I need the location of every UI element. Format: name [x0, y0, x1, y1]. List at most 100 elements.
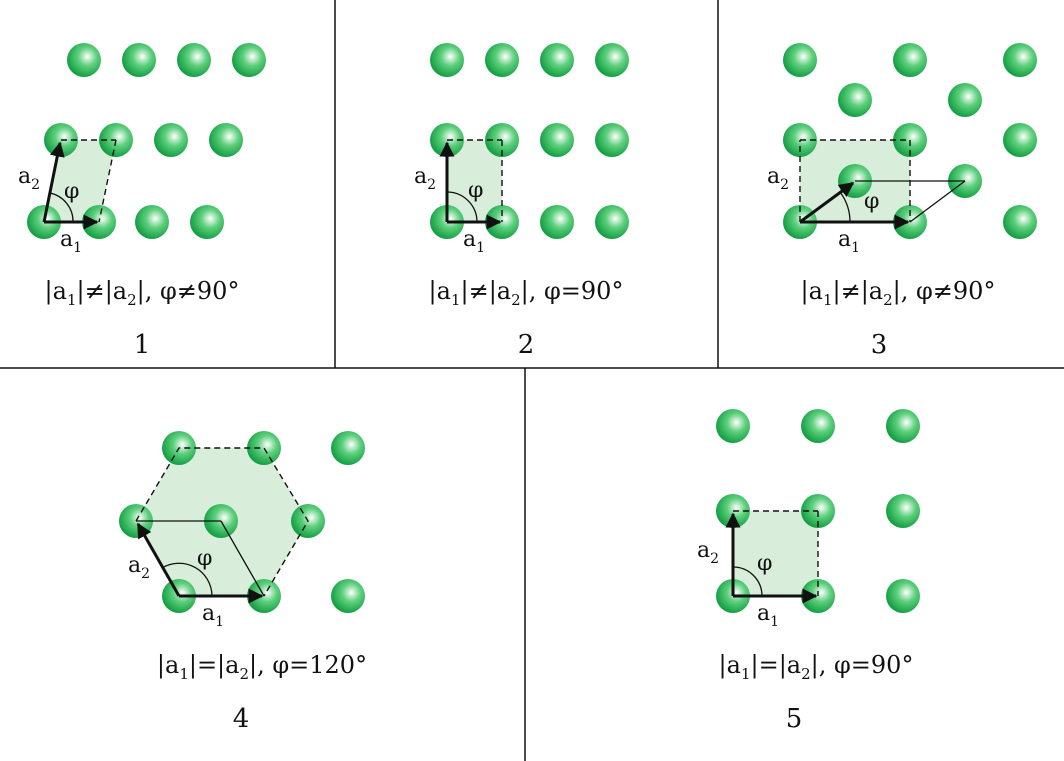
atom [430, 43, 464, 77]
panel-number: 1 [134, 330, 151, 360]
lattice-condition: |a1|=|a2|, φ=120° [157, 651, 367, 683]
vector-subscript: 2 [141, 566, 150, 582]
condition-left: |a [429, 277, 451, 306]
vector-subscript: 1 [476, 240, 485, 256]
vector-symbol: a [202, 601, 215, 626]
vector-subscript: 2 [31, 177, 40, 193]
vector-subscript: 2 [710, 551, 719, 567]
vector-a1-label: a1 [838, 227, 860, 256]
atom [135, 205, 169, 239]
vector-a2-arrow [136, 522, 181, 597]
condition-sub2: 2 [801, 665, 811, 683]
atom [247, 431, 281, 465]
vector-subscript: 1 [851, 240, 860, 256]
condition-right: |, φ≠90° [893, 277, 996, 306]
hexagon-dashed [135, 447, 309, 597]
condition-mid: |≠|a [833, 277, 884, 306]
atom [190, 205, 224, 239]
atom [485, 43, 519, 77]
condition-left: |a [157, 651, 179, 680]
vector-subscript: 1 [770, 614, 779, 630]
vector-symbol: a [60, 227, 73, 252]
condition-right: |, φ≠90° [137, 277, 240, 306]
vector-a2-label: a2 [697, 538, 719, 567]
panel-number: 3 [871, 330, 888, 360]
unit-cell-dashed [447, 139, 503, 222]
condition-sub1: 1 [451, 291, 461, 309]
atom [540, 205, 574, 239]
phi-label: φ [864, 189, 879, 214]
vector-symbol: a [463, 227, 476, 252]
condition-sub2: 2 [511, 291, 521, 309]
atom [893, 43, 927, 77]
atom [716, 409, 750, 443]
lattice-condition: |a1|≠|a2|, φ=90° [429, 277, 624, 309]
primitive-cell-outline [136, 520, 265, 597]
condition-sub2: 2 [883, 291, 893, 309]
phi-angle-arc [161, 562, 213, 597]
condition-mid: |≠|a [461, 277, 512, 306]
panel-1-oblique: a1 a2 φ |a1|≠|a2|, φ≠90° 1 [18, 43, 266, 360]
condition-sub1: 1 [67, 291, 77, 309]
unit-cell-dashed [733, 510, 819, 596]
vector-symbol: a [838, 227, 851, 252]
condition-right: |, φ=90° [521, 277, 624, 306]
atom [595, 205, 629, 239]
vector-a2-arrow [799, 181, 855, 224]
vector-a1-label: a1 [463, 227, 485, 256]
panel-number: 4 [233, 704, 250, 734]
phi-label: φ [757, 551, 772, 576]
vector-a1-label: a1 [757, 601, 779, 630]
vector-symbol: a [757, 601, 770, 626]
atom-grid [119, 431, 365, 613]
panel-number: 5 [786, 704, 803, 734]
condition-sub1: 1 [741, 665, 751, 683]
panel-number: 2 [518, 330, 535, 360]
condition-mid: |=|a [189, 651, 240, 680]
panel-3-centered-rectangular: a1 a2 φ |a1|≠|a2|, φ≠90° 3 [767, 43, 1037, 360]
phi-angle-arc [732, 566, 763, 597]
atom [1003, 123, 1037, 157]
atom [1003, 205, 1037, 239]
atom [1003, 43, 1037, 77]
phi-label: φ [197, 546, 212, 571]
vector-symbol: a [767, 164, 780, 189]
atom [886, 579, 920, 613]
atom [783, 43, 817, 77]
unit-cell-fill [733, 511, 818, 596]
atom [801, 409, 835, 443]
atom [838, 83, 872, 117]
atom [122, 43, 156, 77]
panel-5-square: a1 a2 φ |a1|=|a2|, φ=90° 5 [697, 409, 920, 734]
condition-sub1: 1 [179, 665, 189, 683]
condition-sub2: 2 [127, 291, 137, 309]
vector-symbol: a [414, 164, 427, 189]
atom [540, 43, 574, 77]
unit-cell-dashed [61, 139, 117, 223]
vector-a2-label: a2 [128, 553, 150, 582]
condition-left: |a [45, 277, 67, 306]
phi-angle-arc [446, 191, 478, 223]
condition-right: |, φ=90° [811, 651, 914, 680]
vector-a2-label: a2 [414, 164, 436, 193]
phi-label: φ [468, 178, 483, 203]
atom [154, 123, 188, 157]
vector-symbol: a [128, 553, 141, 578]
atom [331, 431, 365, 465]
vector-symbol: a [18, 164, 31, 189]
vector-a1-label: a1 [60, 227, 82, 256]
atom [595, 43, 629, 77]
vector-subscript: 1 [215, 614, 224, 630]
vector-a2-label: a2 [18, 164, 40, 193]
vector-a2-arrow [42, 141, 65, 223]
condition-sub1: 1 [823, 291, 833, 309]
condition-sub2: 2 [239, 665, 249, 683]
atom [886, 409, 920, 443]
atom [595, 123, 629, 157]
phi-angle-arc [49, 192, 74, 223]
condition-mid: |=|a [751, 651, 802, 680]
condition-mid: |≠|a [77, 277, 128, 306]
vector-subscript: 2 [780, 177, 789, 193]
